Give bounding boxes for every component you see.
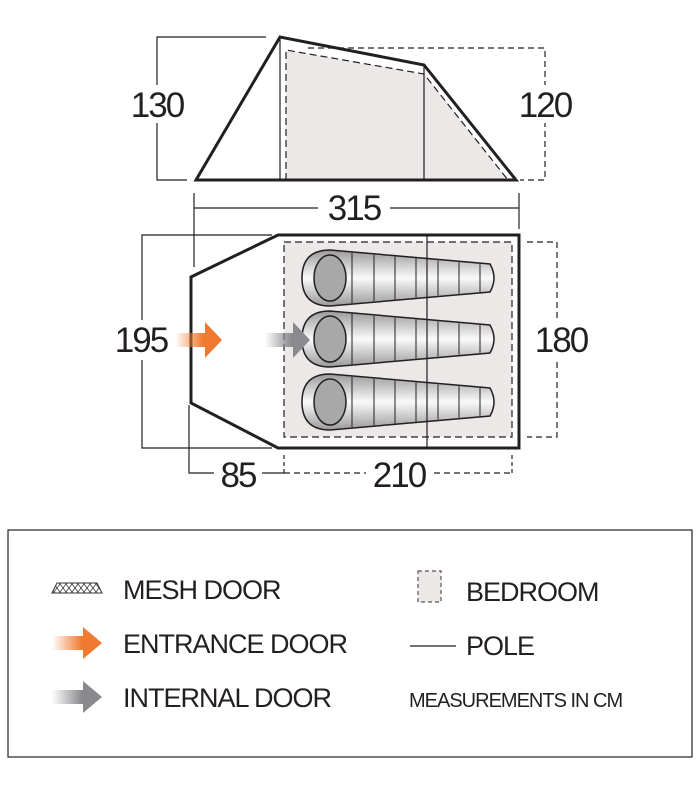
legend-pole: POLE xyxy=(466,631,534,661)
sleeping-bag-hood xyxy=(313,378,347,426)
entrance-door-arrow-icon xyxy=(175,322,222,358)
dimension-length-total: 315 xyxy=(328,189,381,228)
entrance-door-arrow-icon xyxy=(52,627,102,659)
sleeping-bag xyxy=(301,249,495,307)
dimension-height-rear: 120 xyxy=(519,86,573,125)
sleeping-bags xyxy=(301,249,495,431)
legend: MESH DOOR ENTRANCE DOOR INTERNAL DOOR BE… xyxy=(7,529,693,758)
dimension-width-bedroom: 180 xyxy=(535,321,589,360)
sleeping-bag xyxy=(301,310,495,368)
dimension-bedroom-length: 210 xyxy=(373,456,427,495)
legend-box xyxy=(7,529,693,758)
mesh-door-icon xyxy=(51,582,103,594)
sleeping-bag-hood xyxy=(313,315,347,363)
bedroom-swatch-icon xyxy=(417,570,442,603)
side-view: 130 120 315 xyxy=(125,35,577,267)
floor-plan: 195 180 85 210 xyxy=(108,233,594,495)
sleeping-bag xyxy=(301,373,495,431)
dimension-porch-length: 85 xyxy=(221,456,256,495)
dimension-line xyxy=(527,241,558,438)
bedroom-side-area xyxy=(286,50,508,180)
legend-units-note: MEASUREMENTS IN CM xyxy=(409,690,622,712)
legend-mesh-door: MESH DOOR xyxy=(123,575,281,605)
internal-door-arrow-icon xyxy=(265,322,310,358)
legend-entrance-door: ENTRANCE DOOR xyxy=(123,629,348,659)
bedroom-side-outline xyxy=(285,49,509,181)
legend-internal-door: INTERNAL DOOR xyxy=(123,683,332,713)
sleeping-bag-hood xyxy=(313,254,347,302)
internal-door-arrow-icon xyxy=(52,681,102,713)
dimension-height-front: 130 xyxy=(131,86,185,125)
dimension-width-front: 195 xyxy=(115,321,168,360)
legend-bedroom: BEDROOM xyxy=(466,577,599,607)
